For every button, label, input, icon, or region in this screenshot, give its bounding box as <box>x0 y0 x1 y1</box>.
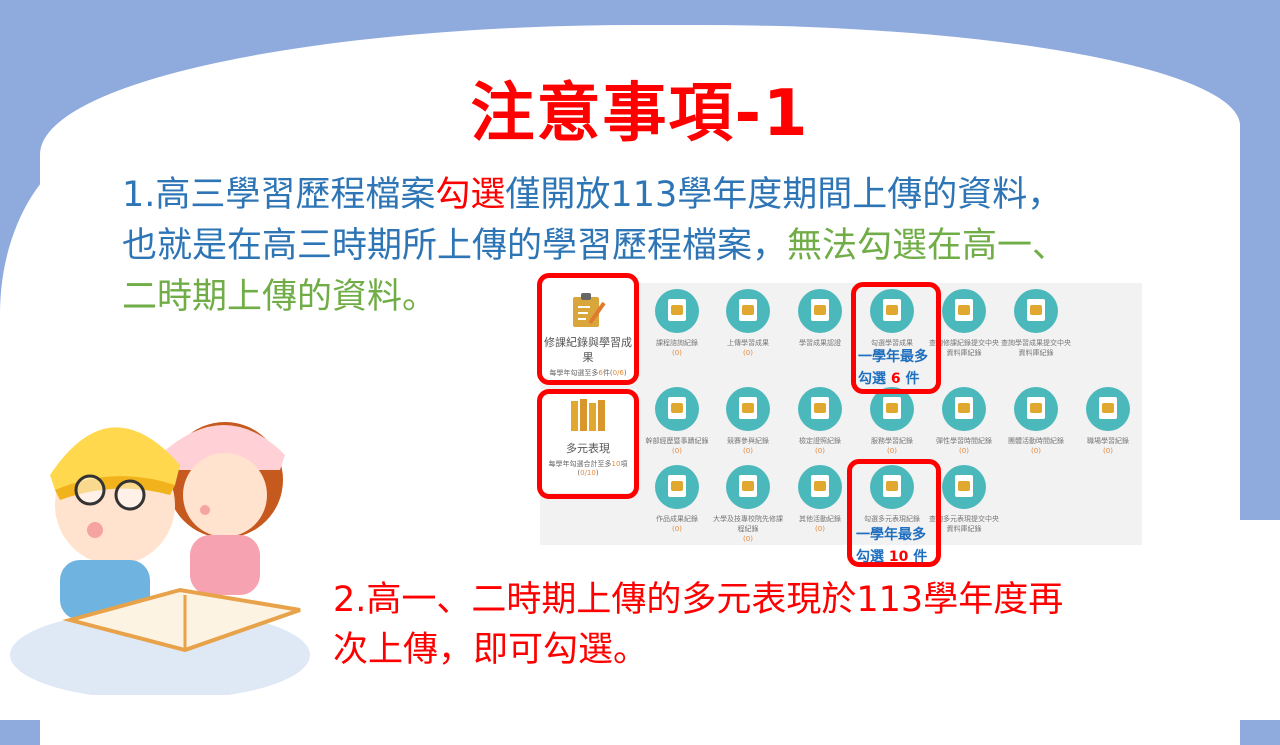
record-icon <box>798 387 842 431</box>
record-icon <box>726 289 770 333</box>
portal-item-label: 作品成果紀錄 <box>656 515 698 523</box>
portal-item[interactable]: 幹部經歷暨事蹟紀錄 (0) <box>641 387 713 456</box>
portal-item-count: (0) <box>815 525 825 533</box>
portal-item[interactable]: 上傳學習成果 (0) <box>712 289 784 358</box>
portal-item[interactable]: 團體活動時間紀錄 (0) <box>1000 387 1072 456</box>
portal-item-count: (0) <box>743 535 753 543</box>
highlight-box-diverse-card <box>537 389 639 499</box>
portal-item[interactable]: 課程諮詢紀錄 (0) <box>641 289 713 358</box>
portal-item-label: 競賽參與紀錄 <box>727 437 769 445</box>
record-icon <box>655 465 699 509</box>
record-icon <box>726 465 770 509</box>
diverse-performance-card[interactable]: 多元表現 每學年勾選合計至多10項(0/10) <box>540 389 636 493</box>
record-icon <box>942 289 986 333</box>
course-record-title: 修課紀錄與學習成果 <box>544 336 632 364</box>
diverse-performance-title: 多元表現 <box>566 442 610 455</box>
cloud-background-right <box>1100 520 1280 720</box>
portal-item[interactable]: 查詢修課紀錄提交中央資料庫紀錄 <box>928 289 1000 358</box>
portal-item-label: 課程諮詢紀錄 <box>656 339 698 347</box>
point-1-line3: 二時期上傳的資料。 <box>122 277 438 317</box>
point-1-line2-green: 無法勾選在高一、 <box>787 226 1068 266</box>
record-icon <box>870 387 914 431</box>
portal-item-label: 彈性學習時間紀錄 <box>936 437 992 445</box>
portal-item-count: (0) <box>672 349 682 357</box>
portal-item-label: 大學及技專校院先修課程紀錄 <box>713 515 783 533</box>
highlight-box-select-results <box>851 282 941 394</box>
portal-item-count: (0) <box>743 447 753 455</box>
record-icon <box>655 289 699 333</box>
portal-item[interactable]: 勾選學習成果 <box>856 289 928 348</box>
record-icon <box>942 465 986 509</box>
portal-item-count: (0) <box>672 525 682 533</box>
portal-item[interactable]: 大學及技專校院先修課程紀錄 (0) <box>712 465 784 544</box>
point-2: 2.高一、二時期上傳的多元表現於113學年度再 次上傳，即可勾選。 <box>333 575 1063 675</box>
clipboard-icon <box>573 293 606 327</box>
portal-item-count: (0) <box>815 447 825 455</box>
record-icon <box>942 387 986 431</box>
portal-item-label: 查詢修課紀錄提交中央資料庫紀錄 <box>929 339 999 357</box>
portal-item[interactable]: 競賽參與紀錄 (0) <box>712 387 784 456</box>
portal-item[interactable]: 學習成果認證 <box>784 289 856 348</box>
portal-item[interactable]: 作品成果紀錄 (0) <box>641 465 713 534</box>
portal-item-label: 查詢多元表現提交中央資料庫紀錄 <box>929 515 999 533</box>
portal-item-label: 勾選學習成果 <box>871 339 913 347</box>
point-2-line2: 次上傳，即可勾選。 <box>333 630 649 670</box>
portal-item-label: 勾選多元表現紀錄 <box>864 515 920 523</box>
point-1-line2: 也就是在高三時期所上傳的學習歷程檔案， <box>122 226 788 266</box>
point-1-prefix: 1.高三學習歷程檔案 <box>122 175 436 215</box>
point-1-highlight: 勾選 <box>435 175 506 215</box>
portal-item-count: (0) <box>887 447 897 455</box>
portal-item[interactable]: 彈性學習時間紀錄 (0) <box>928 387 1000 456</box>
record-icon <box>726 387 770 431</box>
highlight-box-select-diverse <box>847 459 941 567</box>
portal-item[interactable]: 其他活動紀錄 (0) <box>784 465 856 534</box>
portal-item[interactable]: 查詢多元表現提交中央資料庫紀錄 <box>928 465 1000 534</box>
course-record-card[interactable]: 修課紀錄與學習成果 每學年勾選至多6件(0/6) <box>540 283 636 383</box>
record-icon <box>798 289 842 333</box>
kids-reading-illustration <box>10 422 310 695</box>
slide-title: 注意事項-1 <box>470 77 810 151</box>
portal-item-label: 職場學習紀錄 <box>1087 437 1129 445</box>
portal-item[interactable]: 服務學習紀錄 (0) <box>856 387 928 456</box>
diverse-performance-hint: 每學年勾選合計至多10項(0/10) <box>548 460 628 477</box>
portal-item-label: 服務學習紀錄 <box>871 437 913 445</box>
point-1: 1.高三學習歷程檔案勾選僅開放113學年度期間上傳的資料， 也就是在高三時期所上… <box>122 170 1067 323</box>
portal-item-label: 幹部經歷暨事蹟紀錄 <box>645 437 709 445</box>
portal-item-label: 檢定證照紀錄 <box>799 437 841 445</box>
highlight-box-course-card <box>537 273 639 385</box>
record-icon <box>1086 387 1130 431</box>
portal-item[interactable]: 職場學習紀錄 (0) <box>1072 387 1144 456</box>
record-icon <box>655 387 699 431</box>
record-icon <box>1014 289 1058 333</box>
record-icon <box>1014 387 1058 431</box>
course-record-hint: 每學年勾選至多6件(0/6) <box>549 369 627 377</box>
record-icon <box>870 289 914 333</box>
books-icon <box>571 399 605 431</box>
portal-item-count: (0) <box>1031 447 1041 455</box>
record-icon <box>798 465 842 509</box>
portal-item-label: 團體活動時間紀錄 <box>1008 437 1064 445</box>
portal-item-count: (0) <box>743 349 753 357</box>
portal-item-count: (0) <box>1103 447 1113 455</box>
portal-item-count: (0) <box>959 447 969 455</box>
point-2-line1: 2.高一、二時期上傳的多元表現於113學年度再 <box>333 580 1064 620</box>
portal-item-label: 學習成果認證 <box>799 339 841 347</box>
point-1-line1-rest: 僅開放113學年度期間上傳的資料， <box>505 175 1063 215</box>
portal-item[interactable]: 勾選多元表現紀錄 <box>856 465 928 524</box>
note-select-limit-10: 一學年最多 勾選 10 件 <box>856 527 928 565</box>
portal-item-label: 其他活動紀錄 <box>799 515 841 523</box>
portal-screenshot: 修課紀錄與學習成果 每學年勾選至多6件(0/6) 多元表現 每學年勾選合計至多1… <box>540 283 1142 545</box>
record-icon <box>870 465 914 509</box>
portal-item-label: 查詢學習成果提交中央資料庫紀錄 <box>1001 339 1071 357</box>
portal-item[interactable]: 查詢學習成果提交中央資料庫紀錄 <box>1000 289 1072 358</box>
note-select-limit-6: 一學年最多 勾選 6 件 <box>858 349 928 387</box>
portal-item-count: (0) <box>672 447 682 455</box>
portal-item-label: 上傳學習成果 <box>727 339 769 347</box>
portal-item[interactable]: 檢定證照紀錄 (0) <box>784 387 856 456</box>
